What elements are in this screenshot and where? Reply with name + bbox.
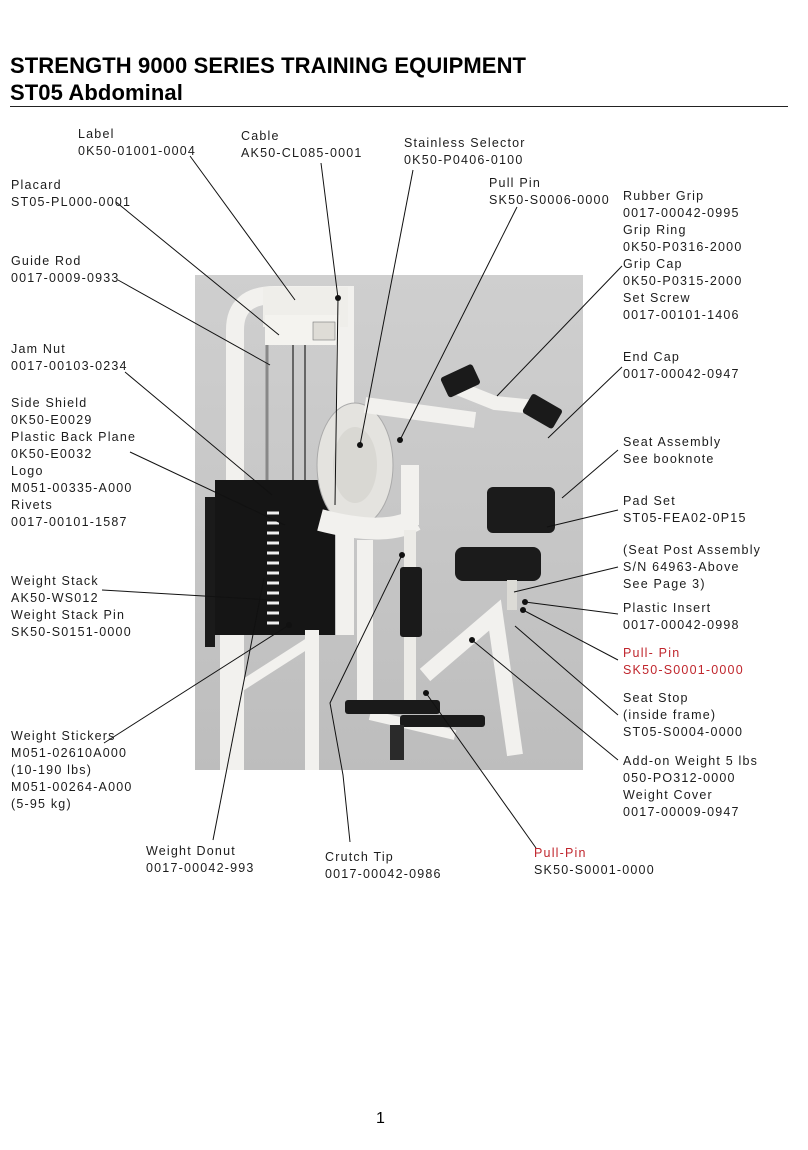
page-number: 1	[376, 1110, 385, 1127]
callout-seat-stop: Seat Stop(inside frame) ST05-S0004-0000	[623, 691, 744, 739]
header-rule	[10, 106, 788, 107]
doc-subtitle: ST05 Abdominal	[10, 80, 183, 105]
machine-illustration	[205, 286, 562, 770]
doc-title: STRENGTH 9000 SERIES TRAINING EQUIPMENT	[10, 53, 527, 78]
machine-photo	[195, 275, 583, 770]
